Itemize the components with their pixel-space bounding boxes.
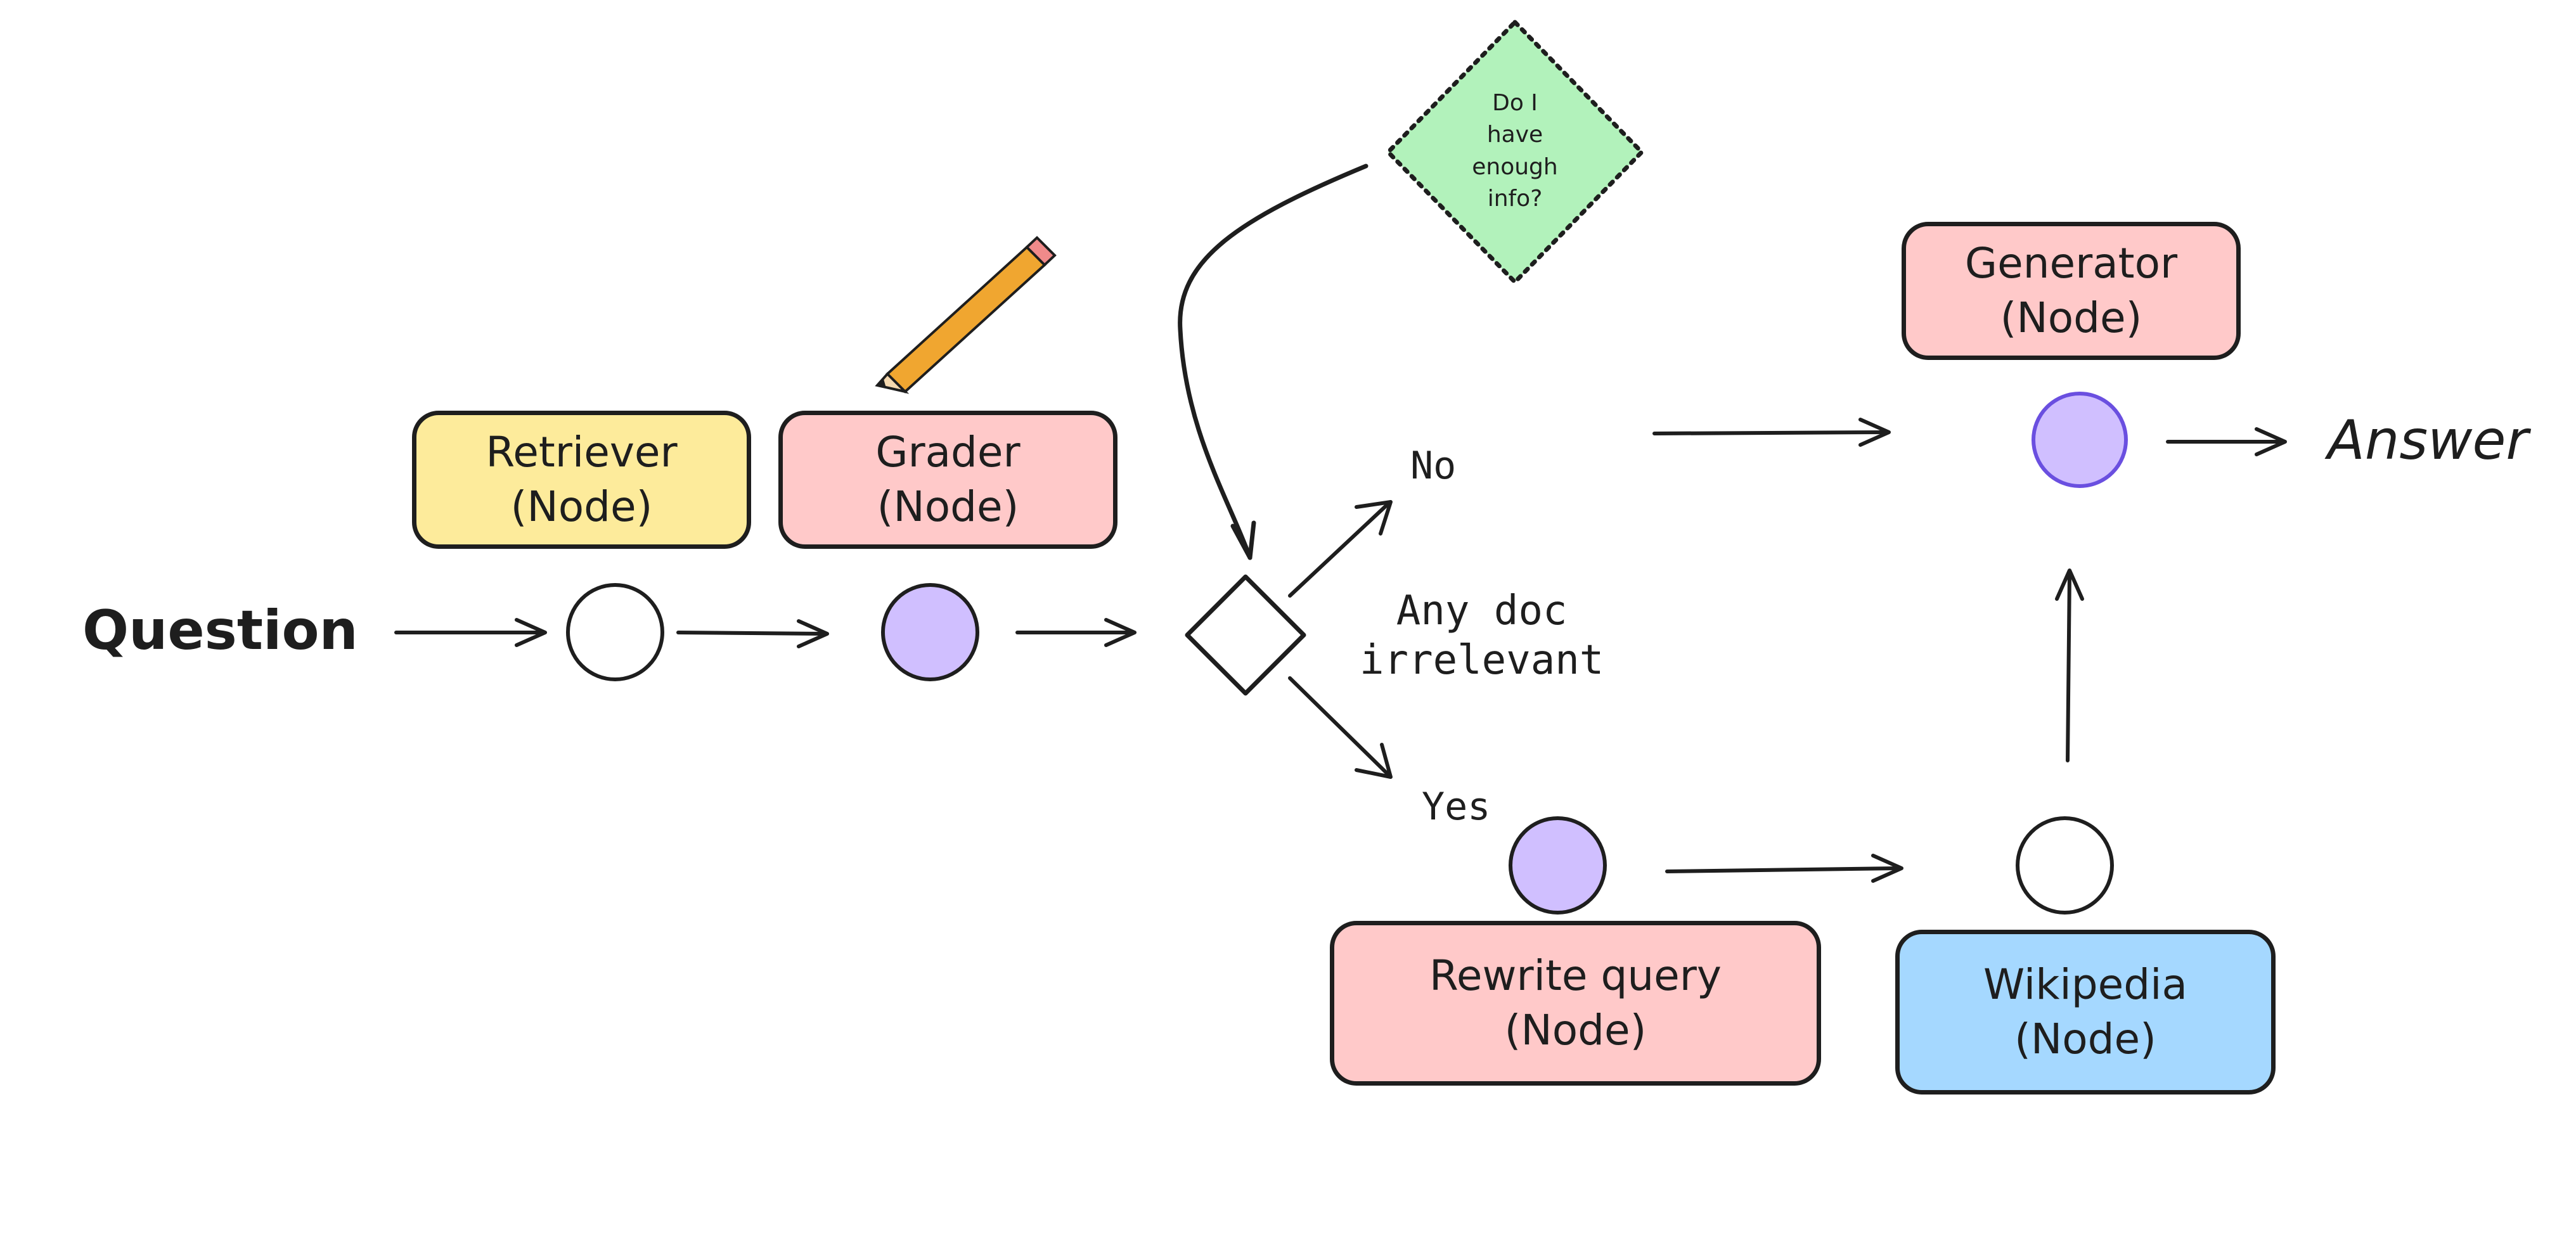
retriever-node[interactable]: Retriever (Node)	[412, 411, 751, 549]
rewrite-query-node[interactable]: Rewrite query (Node)	[1330, 921, 1821, 1086]
arrow-rewrite-to-wikipedia	[1665, 854, 1903, 883]
note-line-4: info?	[1487, 186, 1543, 212]
generator-node-kind: (Node)	[2000, 293, 2142, 342]
generator-node[interactable]: Generator (Node)	[1902, 222, 2241, 360]
retriever-node-name: Retriever	[486, 428, 678, 477]
rewrite-circle	[1509, 816, 1607, 915]
question-label: Question	[82, 599, 358, 662]
note-line-1: Do I	[1492, 90, 1538, 116]
arrow-decision-to-yes	[1288, 676, 1393, 779]
decision-diamond	[1185, 574, 1306, 696]
retriever-node-kind: (Node)	[510, 482, 653, 531]
wikipedia-node-kind: (Node)	[2014, 1015, 2156, 1063]
decision-label: Any doc irrelevant	[1360, 586, 1604, 685]
rewrite-query-node-name: Rewrite query	[1429, 951, 1722, 1001]
generator-circle	[2032, 392, 2128, 488]
generator-node-name: Generator	[1964, 239, 2178, 288]
decision-label-line-2: irrelevant	[1360, 637, 1604, 684]
note-arrow	[1178, 164, 1368, 560]
note-line-3: enough	[1472, 153, 1558, 180]
grader-node[interactable]: Grader (Node)	[778, 411, 1117, 549]
decision-label-line-1: Any doc	[1396, 587, 1568, 634]
branch-no-label: No	[1410, 444, 1457, 488]
arrow-decision-to-no	[1288, 500, 1393, 598]
note-line-2: have	[1486, 122, 1543, 148]
grader-node-name: Grader	[875, 428, 1021, 477]
grader-circle	[881, 583, 979, 681]
grader-node-kind: (Node)	[877, 482, 1019, 531]
arrow-wikipedia-to-generator	[2055, 568, 2084, 762]
arrow-generator-to-answer	[2166, 427, 2287, 456]
arrow-grader-to-decision	[1015, 618, 1137, 647]
rewrite-query-node-kind: (Node)	[1504, 1006, 1647, 1055]
arrow-no-to-generator	[1652, 418, 1891, 447]
wikipedia-circle	[2016, 816, 2114, 915]
branch-yes-label: Yes	[1422, 785, 1491, 829]
arrow-question-to-retriever	[394, 618, 547, 647]
note-diamond-text: Do I have enough info?	[1452, 87, 1578, 215]
pencil-icon	[875, 236, 1057, 394]
wikipedia-node[interactable]: Wikipedia (Node)	[1895, 930, 2276, 1095]
wikipedia-node-name: Wikipedia	[1983, 960, 2187, 1010]
retriever-circle	[566, 583, 664, 681]
note-diamond	[1385, 18, 1645, 286]
arrow-retriever-to-grader	[676, 619, 829, 648]
answer-label: Answer	[2328, 409, 2528, 472]
